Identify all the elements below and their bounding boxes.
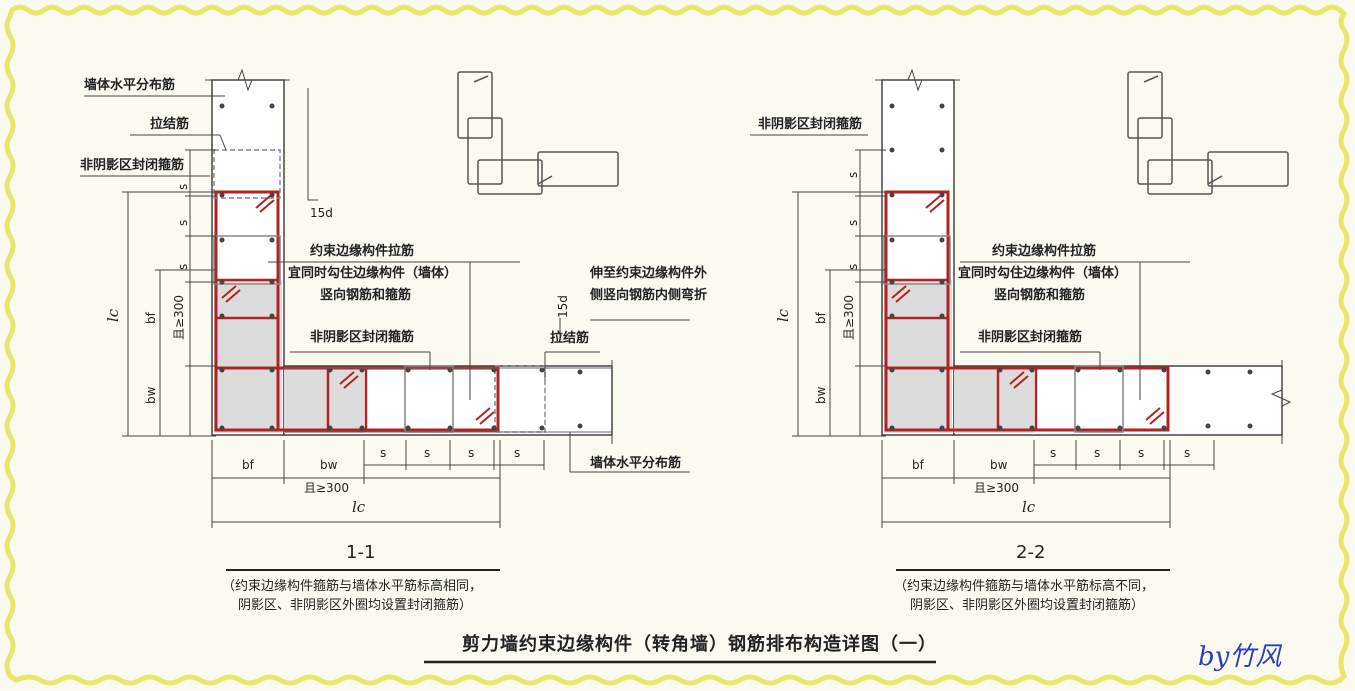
dim-bw-vertical: bw	[144, 386, 158, 404]
dim-s: s	[176, 219, 190, 226]
break-line-top	[875, 68, 960, 92]
label-hook-note-line2: 竖向钢筋和箍筋	[994, 288, 1086, 303]
dim-lc-horizontal: lc	[352, 498, 366, 516]
dim-bw-horizontal: bw	[990, 458, 1008, 472]
dim-lc-vertical: lc	[774, 308, 792, 322]
section-1-1-note-line2: 阴影区、非阴影区外圈均设置封闭箍筋）	[238, 598, 473, 613]
label-hook-note-line1: 宜同时勾住边缘构件（墙体）	[958, 266, 1128, 281]
dimension-lines	[122, 149, 545, 528]
label-edge-member-tie: 约束边缘构件拉筋	[992, 244, 1097, 259]
shadow-zone-horizontal	[954, 368, 1034, 433]
rebar-dots	[889, 103, 1253, 431]
label-non-shadow-hoop-top: 非阴影区封闭箍筋	[80, 158, 185, 173]
label-15d-b: 15d	[556, 295, 570, 318]
label-hook-note-line2: 竖向钢筋和箍筋	[320, 288, 412, 303]
shadow-zone-vertical	[884, 280, 952, 433]
label-tie-rebar-right: 拉结筋	[550, 331, 590, 346]
dim-s: s	[176, 183, 190, 190]
decorative-border	[4, 4, 1350, 686]
label-non-shadow-hoop-top: 非阴影区封闭箍筋	[758, 117, 863, 132]
section-2-2-drawing	[750, 68, 1292, 571]
dim-ge300-horizontal: 且≥300	[974, 481, 1019, 495]
grey-hoop	[213, 235, 281, 285]
leader-lines	[750, 134, 1190, 400]
section-label-1-1: 1-1	[346, 542, 376, 563]
hoop-thumbnail-2	[1127, 71, 1289, 195]
dim-s: s	[380, 446, 387, 460]
label-non-shadow-hoop-mid: 非阴影区封闭箍筋	[310, 330, 415, 345]
label-tie-rebar-top: 拉结筋	[150, 117, 190, 132]
dim-s: s	[846, 219, 860, 226]
dim-bf-vertical: bf	[144, 312, 158, 324]
hoop-thumbnail-1	[457, 71, 619, 195]
page-title: 剪力墙约束边缘构件（转角墙）钢筋排布构造详图（一）	[462, 634, 937, 655]
dim-ge300-horizontal: 且≥300	[304, 481, 349, 495]
dim-s: s	[424, 446, 431, 460]
dim-bf-horizontal: bf	[242, 458, 254, 472]
dim-s: s	[1138, 446, 1145, 460]
label-non-shadow-hoop-mid: 非阴影区封闭箍筋	[978, 330, 1083, 345]
label-wall-horizontal-rebar-top: 墙体水平分布筋	[84, 78, 176, 93]
shadow-zone-horizontal	[284, 368, 364, 433]
dim-ge300-vertical: 且≥300	[172, 295, 186, 340]
dim-bf-horizontal: bf	[912, 458, 924, 472]
label-hook-note-line1: 宜同时勾住边缘构件（墙体）	[288, 266, 458, 281]
rebar-dots	[219, 103, 583, 431]
section-2-2-note-line1: （约束边缘构件箍筋与墙体水平筋标高不同，	[894, 579, 1155, 594]
dim-s: s	[1050, 446, 1057, 460]
dim-s: s	[1094, 446, 1101, 460]
dimension-lines	[792, 149, 1215, 528]
dim-lc-vertical: lc	[104, 308, 122, 322]
section-1-1-note-line1: （约束边缘构件箍筋与墙体水平筋标高相同，	[222, 579, 483, 594]
label-15d-a: 15d	[310, 206, 333, 220]
dim-s: s	[1184, 446, 1191, 460]
label-edge-member-tie: 约束边缘构件拉筋	[310, 244, 415, 259]
label-extend-note-line2: 侧竖向钢筋内侧弯折	[590, 288, 708, 303]
dim-s: s	[176, 263, 190, 270]
tie-hooks	[891, 195, 1165, 425]
dim-ge300-vertical: 且≥300	[842, 295, 856, 340]
dim-s: s	[846, 171, 860, 178]
tie-hooks	[221, 195, 495, 425]
label-wall-horizontal-rebar-bottom: 墙体水平分布筋	[590, 456, 682, 471]
dim-lc-horizontal: lc	[1022, 498, 1036, 516]
dim-s: s	[468, 446, 475, 460]
author-signature: by竹风	[1198, 642, 1282, 672]
dim-bf-vertical: bf	[814, 312, 828, 324]
leader-lines	[80, 95, 690, 473]
dim-bw-vertical: bw	[814, 386, 828, 404]
dim-s: s	[846, 263, 860, 270]
break-line-right	[1270, 360, 1292, 444]
shadow-zone-vertical	[214, 280, 282, 433]
dim-s: s	[514, 446, 521, 460]
dim-bw-horizontal: bw	[320, 458, 338, 472]
section-2-2-note-line2: 阴影区、非阴影区外圈均设置封闭箍筋）	[910, 598, 1145, 613]
section-label-2-2: 2-2	[1016, 542, 1046, 563]
section-1-1-drawing	[80, 68, 690, 571]
label-extend-note-line1: 伸至约束边缘构件外	[590, 266, 708, 281]
grey-hoop	[213, 149, 281, 199]
break-line-top	[205, 68, 290, 92]
